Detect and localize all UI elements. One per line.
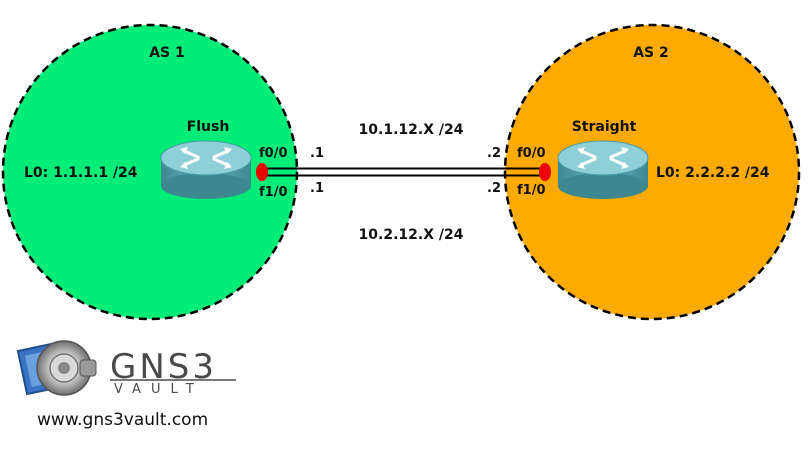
subnet-2-label: 10.2.12.X /24 xyxy=(359,227,464,243)
subnet-1-label: 10.1.12.X /24 xyxy=(359,122,464,138)
logo-url[interactable]: www.gns3vault.com xyxy=(37,410,208,430)
router-straight-icon[interactable] xyxy=(556,139,650,201)
flush-f0-0-host: .1 xyxy=(310,146,324,161)
flush-loopback: L0: 1.1.1.1 /24 xyxy=(24,165,138,181)
router-flush-name: Flush xyxy=(187,119,230,135)
as1-label: AS 1 xyxy=(149,45,185,61)
flush-interface-dot[interactable] xyxy=(256,163,268,181)
straight-f1-0-host: .2 xyxy=(487,181,501,196)
flush-f1-0-host: .1 xyxy=(310,181,324,196)
flush-if-f1-0: f1/0 xyxy=(259,185,288,200)
logo-tagline-text: VAULT xyxy=(114,382,204,397)
straight-interface-dot[interactable] xyxy=(539,163,551,181)
straight-f0-0-host: .2 xyxy=(487,146,501,161)
router-flush-icon[interactable] xyxy=(159,139,253,201)
as2-label: AS 2 xyxy=(633,45,669,61)
flush-if-f0-0: f0/0 xyxy=(259,146,288,161)
straight-loopback: L0: 2.2.2.2 /24 xyxy=(656,165,770,181)
router-straight-name: Straight xyxy=(572,119,637,135)
gns3-vault-logo: GNS3 VAULT www.gns3vault.com xyxy=(16,340,236,430)
as1-region xyxy=(1,23,299,321)
logo-brand-text: GNS3 xyxy=(110,347,217,387)
straight-if-f0-0: f0/0 xyxy=(517,146,546,161)
straight-if-f1-0: f1/0 xyxy=(517,183,546,198)
as2-region xyxy=(503,23,801,321)
vault-disk-icon xyxy=(16,340,97,396)
